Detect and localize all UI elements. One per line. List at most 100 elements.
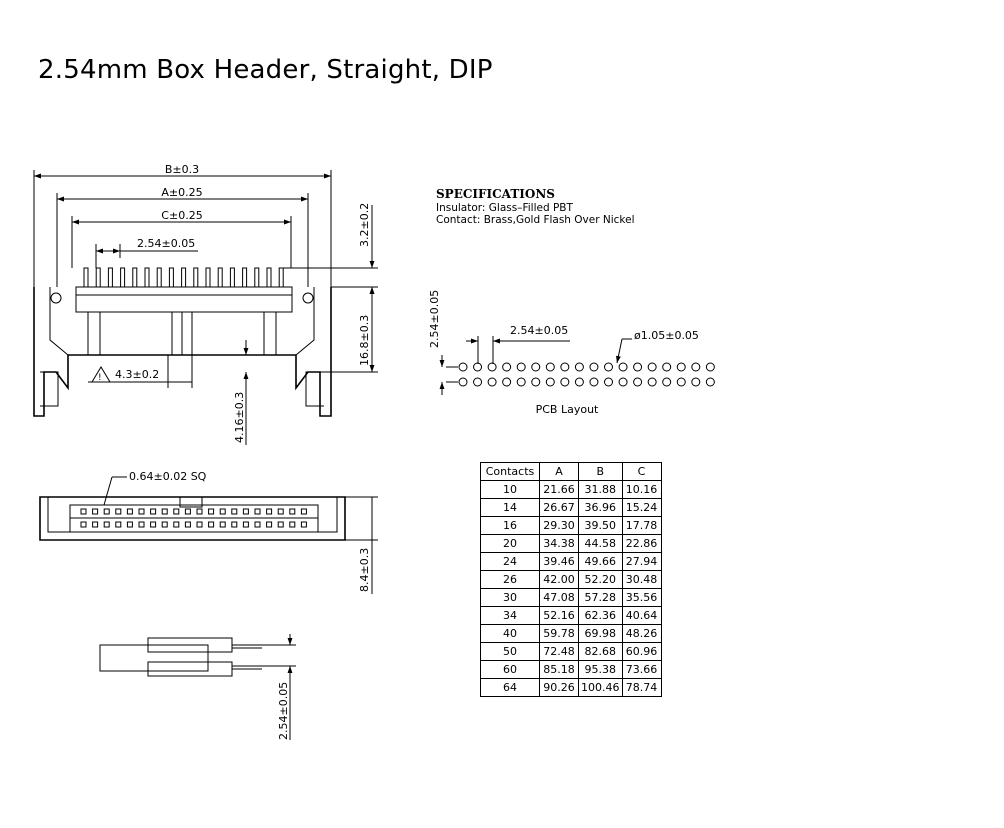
top-pin (92, 508, 99, 515)
pcb-hole (676, 377, 686, 387)
top-pin (126, 521, 133, 528)
top-pin (173, 508, 180, 515)
pcb-hole (647, 377, 657, 387)
dim-h-top-label: 3.2±0.2 (358, 203, 371, 247)
dim-a-label: A±0.25 (161, 186, 202, 199)
table-cell: 24 (480, 552, 540, 571)
front-pin (156, 267, 162, 288)
page-title: 2.54mm Box Header, Straight, DIP (38, 55, 493, 85)
dim-pitch-top: 2.54±0.05 (96, 237, 198, 254)
pcb-hole (662, 377, 672, 387)
dim-pitch-side: 2.54±0.05 (277, 634, 293, 740)
pcb-hole (676, 362, 686, 372)
pcb-hole (487, 377, 497, 387)
pcb-hole (458, 377, 468, 387)
top-pin (80, 508, 87, 515)
pcb-hole (618, 362, 628, 372)
dim-h-body: 16.8±0.3 (358, 287, 375, 372)
dim-h-84: 8.4±0.3 (358, 497, 373, 594)
top-pin (254, 508, 261, 515)
table-cell: 73.66 (621, 660, 662, 679)
front-pin (205, 267, 211, 288)
pcb-hole (705, 362, 715, 372)
dim-pitch-side-label: 2.54±0.05 (277, 682, 290, 740)
top-pin (277, 508, 284, 515)
table-cell: 62.36 (578, 606, 623, 625)
dim-h-84-label: 8.4±0.3 (358, 548, 371, 592)
table-cell: 42.00 (539, 570, 579, 589)
pcb-hole (531, 377, 541, 387)
table-cell: 40.64 (621, 606, 662, 625)
table-header-cell: B (578, 462, 623, 481)
table-cell: 10.16 (621, 480, 662, 499)
table-cell: 40 (480, 624, 540, 643)
top-pin (266, 508, 273, 515)
dim-pitch-top-label: 2.54±0.05 (137, 237, 195, 250)
top-pin (115, 521, 122, 528)
front-pin (278, 267, 284, 288)
dim-h-top: 3.2±0.2 (358, 203, 375, 300)
table-header-cell: A (539, 462, 579, 481)
table-cell: 26.67 (539, 498, 579, 517)
pcb-hole (691, 377, 701, 387)
pcb-hole (662, 362, 672, 372)
table-cell: 39.46 (539, 552, 579, 571)
top-pin (242, 508, 249, 515)
top-pin (208, 521, 215, 528)
table-cell: 64 (480, 678, 540, 697)
front-pin (193, 267, 199, 288)
pcb-hole (589, 362, 599, 372)
table-cell: 100.46 (578, 678, 623, 697)
front-view: B±0.3 A±0.25 C±0.25 2.54±0.05 (33, 163, 378, 445)
table-cell: 90.26 (539, 678, 579, 697)
table-cell: 39.50 (578, 516, 623, 535)
table-cell: 16 (480, 516, 540, 535)
pcb-hole (516, 362, 526, 372)
top-pin (150, 508, 157, 515)
top-pin (196, 521, 203, 528)
top-pin (266, 521, 273, 528)
table-cell: 15.24 (621, 498, 662, 517)
pcb-hole (618, 377, 628, 387)
pcb-hole-label: ø1.05±0.05 (634, 329, 699, 342)
pcb-hole (647, 362, 657, 372)
table-cell: 22.86 (621, 534, 662, 553)
front-pin (144, 267, 150, 288)
top-pin (277, 521, 284, 528)
table-cell: 21.66 (539, 480, 579, 499)
top-pin (138, 508, 145, 515)
dim-b: B±0.3 (34, 163, 331, 179)
pcb-pitch-y: 2.54±0.05 (428, 290, 445, 395)
table-cell: 69.98 (578, 624, 623, 643)
table-cell: 34.38 (539, 534, 579, 553)
front-pin (107, 267, 113, 288)
top-pin (254, 521, 261, 528)
pcb-hole (531, 362, 541, 372)
table-cell: 17.78 (621, 516, 662, 535)
pcb-hole (705, 377, 715, 387)
dim-a: A±0.25 (57, 186, 308, 202)
top-pin (80, 521, 87, 528)
table-cell: 57.28 (578, 588, 623, 607)
dim-c: C±0.25 (72, 209, 291, 225)
top-pin (115, 508, 122, 515)
specifications: SPECIFICATIONS Insulator: Glass–Filled P… (436, 187, 635, 226)
table-cell: 52.16 (539, 606, 579, 625)
table-header-cell: C (621, 462, 662, 481)
table-cell: 29.30 (539, 516, 579, 535)
front-pin (229, 267, 235, 288)
table-cell: 34 (480, 606, 540, 625)
dim-c-label: C±0.25 (161, 209, 202, 222)
table-cell: 20 (480, 534, 540, 553)
top-pins (80, 508, 307, 528)
top-pin (196, 508, 203, 515)
pcb-hole (473, 377, 483, 387)
